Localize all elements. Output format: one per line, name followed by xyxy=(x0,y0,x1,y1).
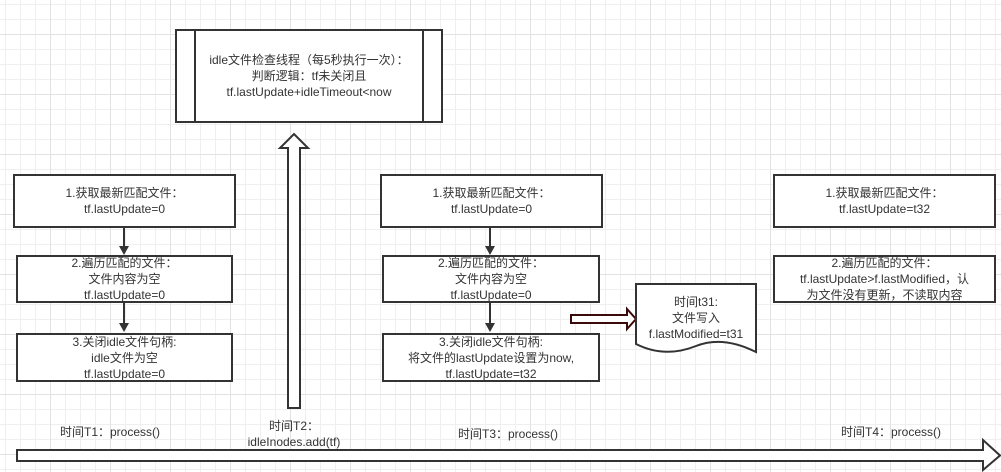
thread-box-line: tf.lastUpdate+idleTimeout<now xyxy=(226,85,392,99)
t3-step-2-box: 2.遍历匹配的文件： 文件内容为空 tf.lastUpdate=0 xyxy=(382,255,600,303)
step-text: 文件内容为空 xyxy=(88,272,161,286)
idle-check-thread-box: idle文件检查线程（每5秒执行一次）： 判断逻辑：tf未关闭且 tf.last… xyxy=(175,29,443,123)
timeline-arrow xyxy=(16,437,1001,472)
time-label-t2-line: 时间T2： xyxy=(268,419,319,433)
connector-arrow xyxy=(119,302,129,332)
time-label-t4: 时间T4：process() xyxy=(840,425,941,439)
step-text: 1.获取最新匹配文件： xyxy=(432,186,551,200)
t1-step-3-box: 3.关闭idle文件句柄: idle文件为空 tf.lastUpdate=0 xyxy=(16,333,233,382)
step-text: idle文件为空 xyxy=(91,350,158,365)
step-text: tf.lastUpdate=0 xyxy=(83,288,166,302)
event-text: 时间t31: xyxy=(673,295,719,309)
step-text: 3.关闭idle文件句柄: xyxy=(438,334,544,349)
t4-step-1-box: 1.获取最新匹配文件： tf.lastUpdate=t32 xyxy=(773,174,996,228)
step-text: 3.关闭idle文件句柄: xyxy=(72,334,177,349)
t3-step-1-box: 1.获取最新匹配文件： tf.lastUpdate=0 xyxy=(380,174,603,228)
t2-up-arrow xyxy=(277,132,311,409)
event-text: f.lastModified=t31 xyxy=(648,327,744,341)
thread-box-line: 判断逻辑：tf未关闭且 xyxy=(251,69,367,83)
step-text: tf.lastUpdate=t32 xyxy=(445,366,537,381)
step-text: tf.lastUpdate=0 xyxy=(450,288,532,302)
step-text: 2.遍历匹配的文件： xyxy=(437,256,544,270)
t3-step-3-box: 3.关闭idle文件句柄: 将文件的lastUpdate设置为now, tf.l… xyxy=(382,333,600,382)
t1-step-1-box: 1.获取最新匹配文件： tf.lastUpdate=0 xyxy=(13,174,236,228)
time-label-t2-line: idleInodes.add(tf) xyxy=(247,435,341,449)
step-text: 1.获取最新匹配文件： xyxy=(65,186,184,200)
step-text: tf.lastUpdate=t32 xyxy=(838,202,931,216)
step-text: tf.lastUpdate=0 xyxy=(450,202,533,216)
step-text: 2.遍历匹配的文件： xyxy=(831,256,938,270)
step-text: tf.lastUpdate=0 xyxy=(83,366,166,381)
thread-box-line: idle文件检查线程（每5秒执行一次）： xyxy=(209,53,409,67)
step-text: tf.lastUpdate=0 xyxy=(83,202,166,216)
connector-arrow xyxy=(119,227,129,255)
t1-step-2-box: 2.遍历匹配的文件： 文件内容为空 tf.lastUpdate=0 xyxy=(16,255,233,303)
time-label-t1: 时间T1：process() xyxy=(59,425,160,439)
thread-box-right-bar xyxy=(422,31,424,121)
write-event-document-shape xyxy=(635,283,757,354)
time-label-t2: 时间T2： idleInodes.add(tf) xyxy=(244,418,344,450)
connector-arrow xyxy=(485,227,495,255)
write-event-arrow xyxy=(570,306,638,332)
step-text: 将文件的lastUpdate设置为now, xyxy=(407,350,575,365)
step-text: 为文件没有更新，不读取内容 xyxy=(806,288,963,302)
write-event-text: 时间t31: 文件写入 f.lastModified=t31 xyxy=(636,294,756,342)
step-text: tf.lastUpdate>f.lastModified，认 xyxy=(799,272,970,286)
event-text: 文件写入 xyxy=(671,311,720,325)
step-text: 2.遍历匹配的文件： xyxy=(71,256,178,270)
connector-arrow xyxy=(485,302,495,332)
t4-step-2-box: 2.遍历匹配的文件： tf.lastUpdate>f.lastModified，… xyxy=(773,255,996,303)
thread-box-left-bar xyxy=(194,31,196,121)
step-text: 文件内容为空 xyxy=(454,272,527,286)
step-text: 1.获取最新匹配文件： xyxy=(825,186,944,200)
time-label-t3: 时间T3：process() xyxy=(457,427,558,441)
